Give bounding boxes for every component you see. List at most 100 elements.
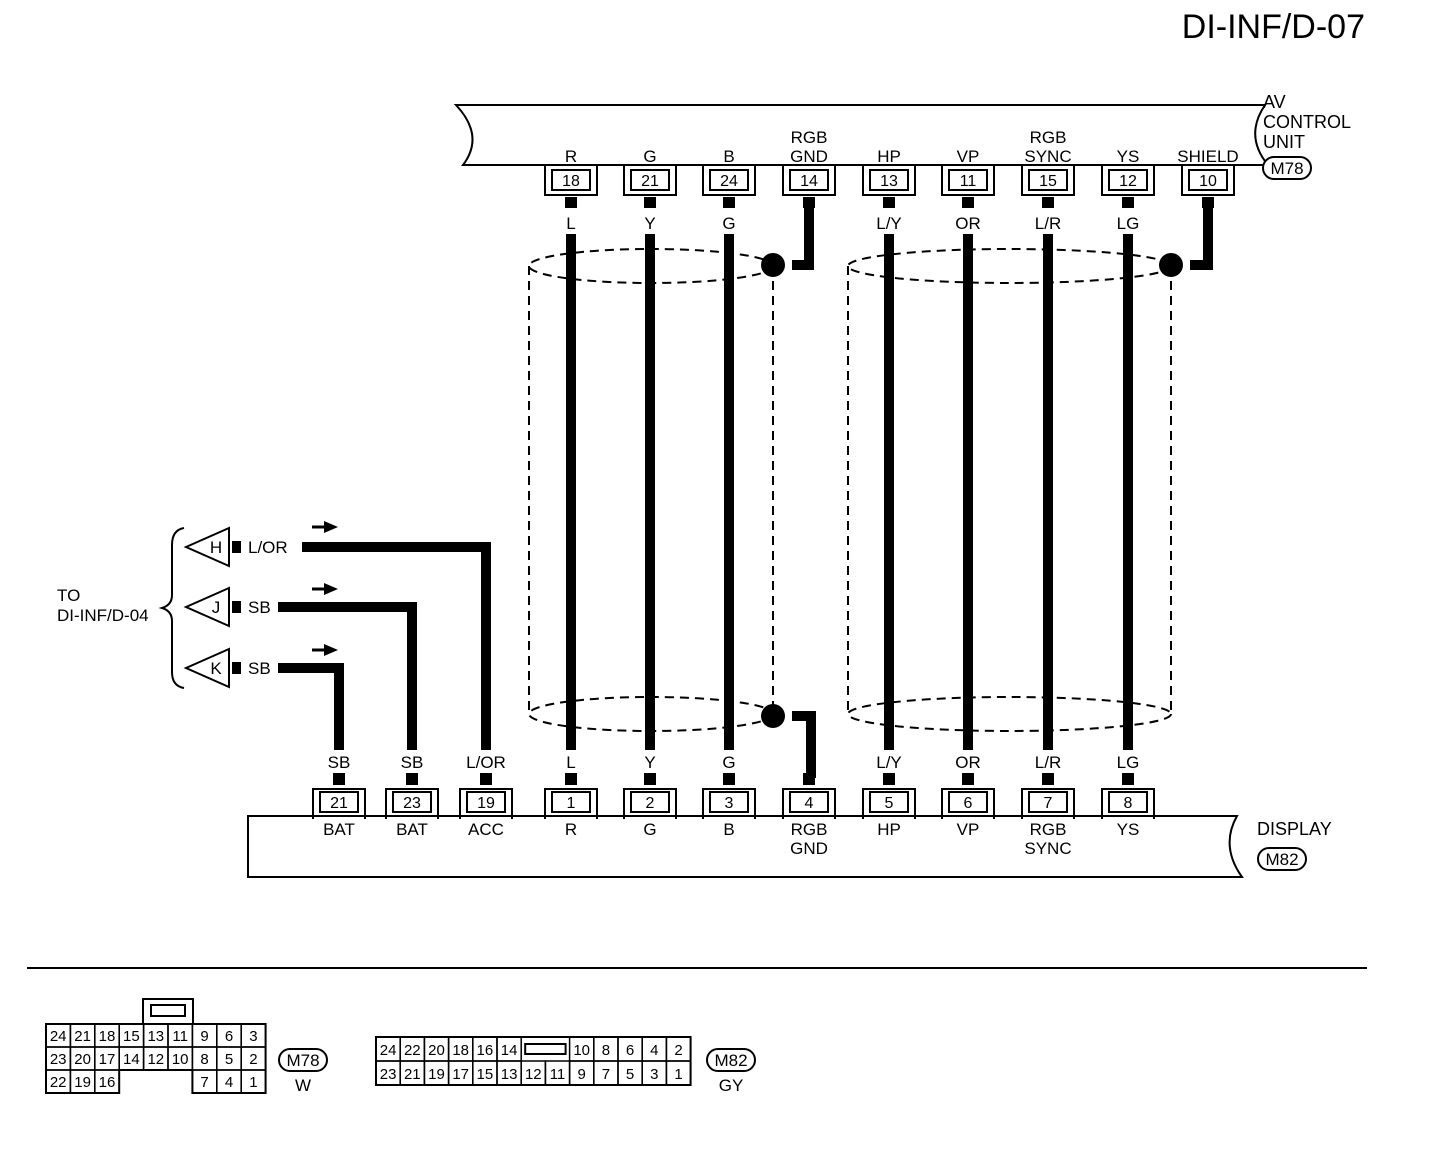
terminal-number: 13: [147, 1028, 164, 1045]
connector-shell: [941, 788, 995, 819]
bat-power-wire: [278, 602, 417, 750]
connector-shell: [544, 788, 598, 819]
terminal-number: 1: [249, 1074, 257, 1091]
terminal-cell: [94, 1069, 120, 1094]
av-wire-color: OR: [955, 214, 981, 233]
terminal-number: 24: [50, 1028, 67, 1045]
display-pin-signal-name: RGB: [1030, 820, 1067, 839]
pin-number: 19: [477, 795, 495, 812]
pin-stub: [723, 197, 735, 208]
pin-number: 1: [567, 795, 576, 812]
connector-shell: [623, 165, 677, 196]
display-wire-color: L: [566, 753, 575, 772]
terminal-number: 3: [650, 1066, 658, 1083]
connector-shell: [702, 788, 756, 819]
pin-number: 2: [646, 795, 655, 812]
connector-shell: [623, 788, 677, 819]
terminal-number: 3: [249, 1028, 257, 1045]
terminal-number: 7: [200, 1074, 208, 1091]
display-pin-signal-name: RGB: [791, 820, 828, 839]
pin-number: 14: [800, 173, 818, 190]
pin-number: 12: [1119, 173, 1137, 190]
av-unit-name-line: CONTROL: [1263, 112, 1351, 132]
terminal-number: 24: [380, 1042, 397, 1059]
terminal-number: 9: [578, 1066, 586, 1083]
terminal-number: 21: [74, 1028, 91, 1045]
pin-box: [1028, 791, 1068, 813]
display-pin-signal-name: VP: [957, 820, 980, 839]
terminal-number: 10: [573, 1042, 590, 1059]
to-ref-letter: H: [210, 538, 222, 557]
display-pin-signal-name: SYNC: [1024, 839, 1071, 858]
pin-box: [789, 169, 829, 191]
terminal-number: 15: [477, 1066, 494, 1083]
terminal-number: 11: [172, 1028, 188, 1045]
connector-shell: [1021, 165, 1075, 196]
pin-box: [948, 791, 988, 813]
pin-box: [1108, 169, 1148, 191]
pin-box: [709, 169, 749, 191]
pin-stub: [1042, 197, 1054, 208]
connector-shell: [702, 165, 756, 196]
terminal-number: 5: [626, 1066, 634, 1083]
terminal-number: 20: [74, 1051, 91, 1068]
connector-pin-5: 5: [862, 788, 916, 819]
connector-pin-14: 14: [782, 165, 836, 196]
av-connector-id-label: M78: [1270, 159, 1303, 178]
pin-box: [1188, 169, 1228, 191]
connector-pin-24: 24: [702, 165, 756, 196]
display-pin-signal-name: HP: [877, 820, 901, 839]
connector-shell: [1021, 788, 1075, 819]
pin-box: [551, 791, 591, 813]
pin-number: 8: [1124, 795, 1133, 812]
terminal-number: 17: [99, 1051, 116, 1068]
display-wire-color: Y: [644, 753, 655, 772]
direction-arrow-head: [324, 521, 338, 533]
terminal-number: 12: [525, 1066, 542, 1083]
pin-box: [319, 791, 359, 813]
pin-number: 3: [725, 795, 734, 812]
connector-pin-21: 21: [623, 165, 677, 196]
av-pin-group: SHIELD 10: [1177, 147, 1239, 208]
display-connector-id-outline: [1257, 847, 1307, 871]
terminal-number: 20: [428, 1042, 445, 1059]
pin-box: [1108, 791, 1148, 813]
connector-pin-1: 1: [544, 788, 598, 819]
display-pin-signal-name: GND: [790, 839, 828, 858]
av-wire-color: L/R: [1035, 214, 1061, 233]
display-pin-signal-name: BAT: [396, 820, 428, 839]
display-wire-color: SB: [401, 753, 424, 772]
connector-pin-12: 12: [1101, 165, 1155, 196]
pin-number: 24: [720, 173, 738, 190]
pin-box: [551, 169, 591, 191]
pin-number: 5: [885, 795, 894, 812]
connector-shell: [1101, 788, 1155, 819]
display-wire-color: LG: [1117, 753, 1140, 772]
terminal-number: 14: [123, 1051, 140, 1068]
terminal-number: 21: [404, 1066, 421, 1083]
connector-shell: [385, 788, 439, 819]
terminal-number: 12: [147, 1051, 164, 1068]
terminal-number: 18: [452, 1042, 469, 1059]
terminal-number: 11: [550, 1066, 566, 1083]
connector-pin-11: 11: [941, 165, 995, 196]
pin-stub: [723, 773, 735, 785]
pin-number: 10: [1199, 173, 1217, 190]
connector-pin-23: 23: [385, 788, 439, 819]
av-pin-signal-name: SHIELD: [1177, 147, 1238, 166]
to-ref-arrow-flag: [183, 647, 230, 689]
pin-stub: [1122, 773, 1134, 785]
pin-stub: [1202, 197, 1214, 208]
pin-number: 11: [960, 173, 977, 190]
display-unit-body: [247, 815, 1244, 878]
pin-box: [948, 169, 988, 191]
shield-ground-dot: [761, 253, 785, 277]
shield-drain-top: [1190, 205, 1213, 270]
terminal-number: 6: [225, 1028, 233, 1045]
